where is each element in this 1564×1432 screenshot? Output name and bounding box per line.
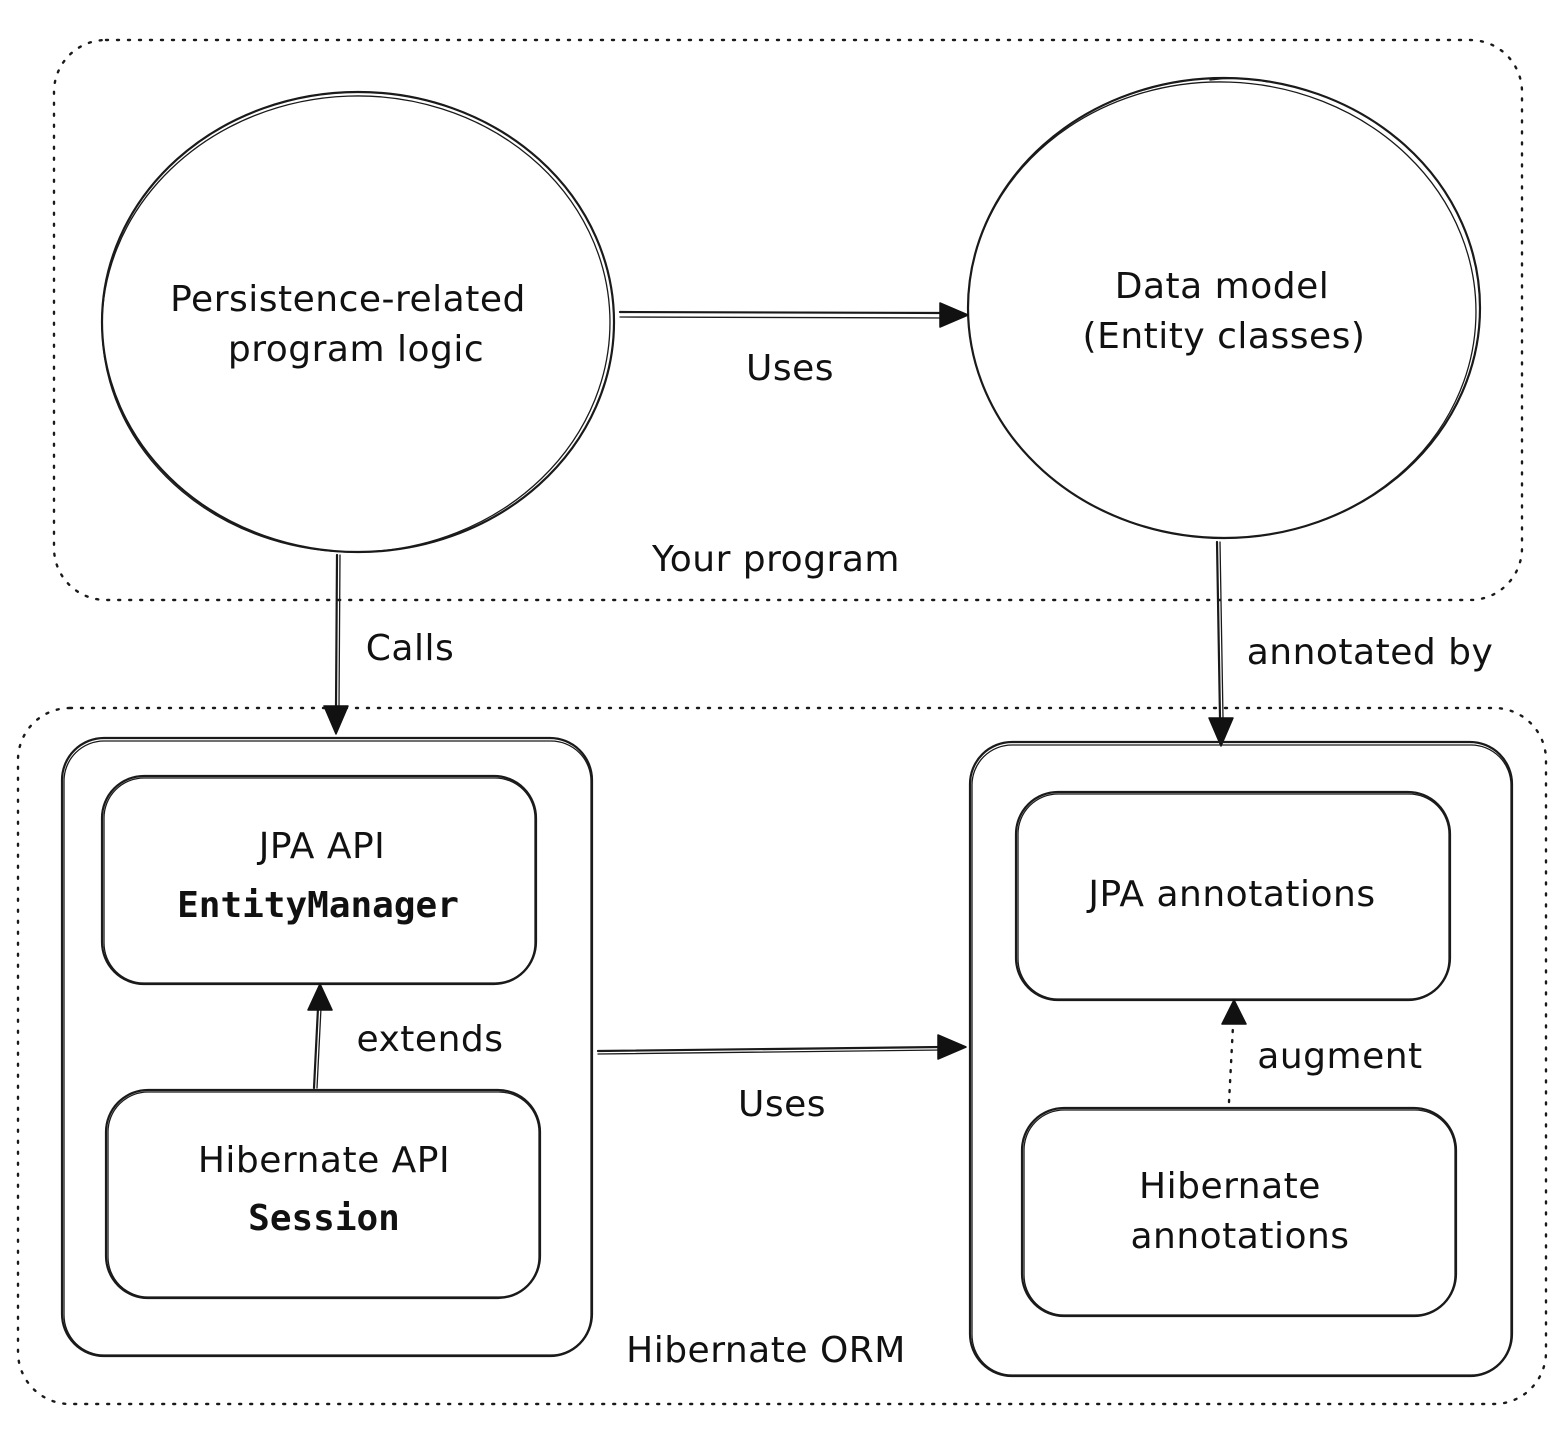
node-data-model-line2: (Entity classes)	[1083, 316, 1366, 357]
node-hibernate-annotations: Hibernate annotations	[1020, 1106, 1458, 1318]
node-persistence-logic-line2: program logic	[228, 329, 484, 370]
edge-logic-uses-model-label: Uses	[746, 348, 834, 389]
group-your-program: Your program	[52, 38, 1524, 602]
node-hibernate-api: Hibernate API Session	[104, 1088, 542, 1300]
node-hibernate-annotations-line2: annotations	[1130, 1216, 1349, 1257]
edge-annotations-augment-label: augment	[1257, 1036, 1422, 1077]
node-jpa-api-line1: JPA API	[257, 826, 386, 867]
node-data-model-line1: Data model	[1115, 266, 1330, 307]
node-persistence-logic-line1: Persistence-related	[170, 279, 526, 320]
group-hibernate-orm: Hibernate ORM	[16, 706, 1548, 1406]
edge-session-extends-label: extends	[356, 1019, 503, 1060]
node-jpa-annotations-line1: JPA annotations	[1086, 874, 1375, 915]
edge-api-uses-annotations-label: Uses	[738, 1084, 826, 1125]
edge-model-annotated-by-label: annotated by	[1247, 632, 1494, 673]
node-persistence-logic: Persistence-related program logic	[100, 90, 616, 554]
node-hibernate-api-line1: Hibernate API	[198, 1140, 450, 1181]
edge-model-annotated-by: annotated by	[1208, 540, 1494, 747]
group-hibernate-orm-label: Hibernate ORM	[626, 1330, 906, 1371]
node-data-model: Data model (Entity classes)	[966, 76, 1482, 540]
edge-logic-calls-api: Calls	[323, 553, 454, 735]
node-hibernate-annotations-line1: Hibernate	[1139, 1166, 1321, 1207]
node-jpa-api-line2: EntityManager	[177, 885, 459, 926]
group-your-program-label: Your program	[651, 539, 900, 580]
edge-logic-uses-model: Uses	[618, 302, 969, 389]
edge-logic-calls-api-label: Calls	[366, 628, 454, 669]
container-annotations	[968, 740, 1514, 1378]
edge-session-extends: extends	[307, 983, 503, 1090]
edge-annotations-augment: augment	[1221, 999, 1422, 1104]
node-hibernate-api-line2: Session	[248, 1198, 400, 1239]
node-jpa-api: JPA API EntityManager	[100, 774, 538, 986]
edge-api-uses-annotations: Uses	[596, 1034, 967, 1125]
node-jpa-annotations: JPA annotations	[1014, 790, 1452, 1002]
container-apis	[60, 736, 594, 1358]
